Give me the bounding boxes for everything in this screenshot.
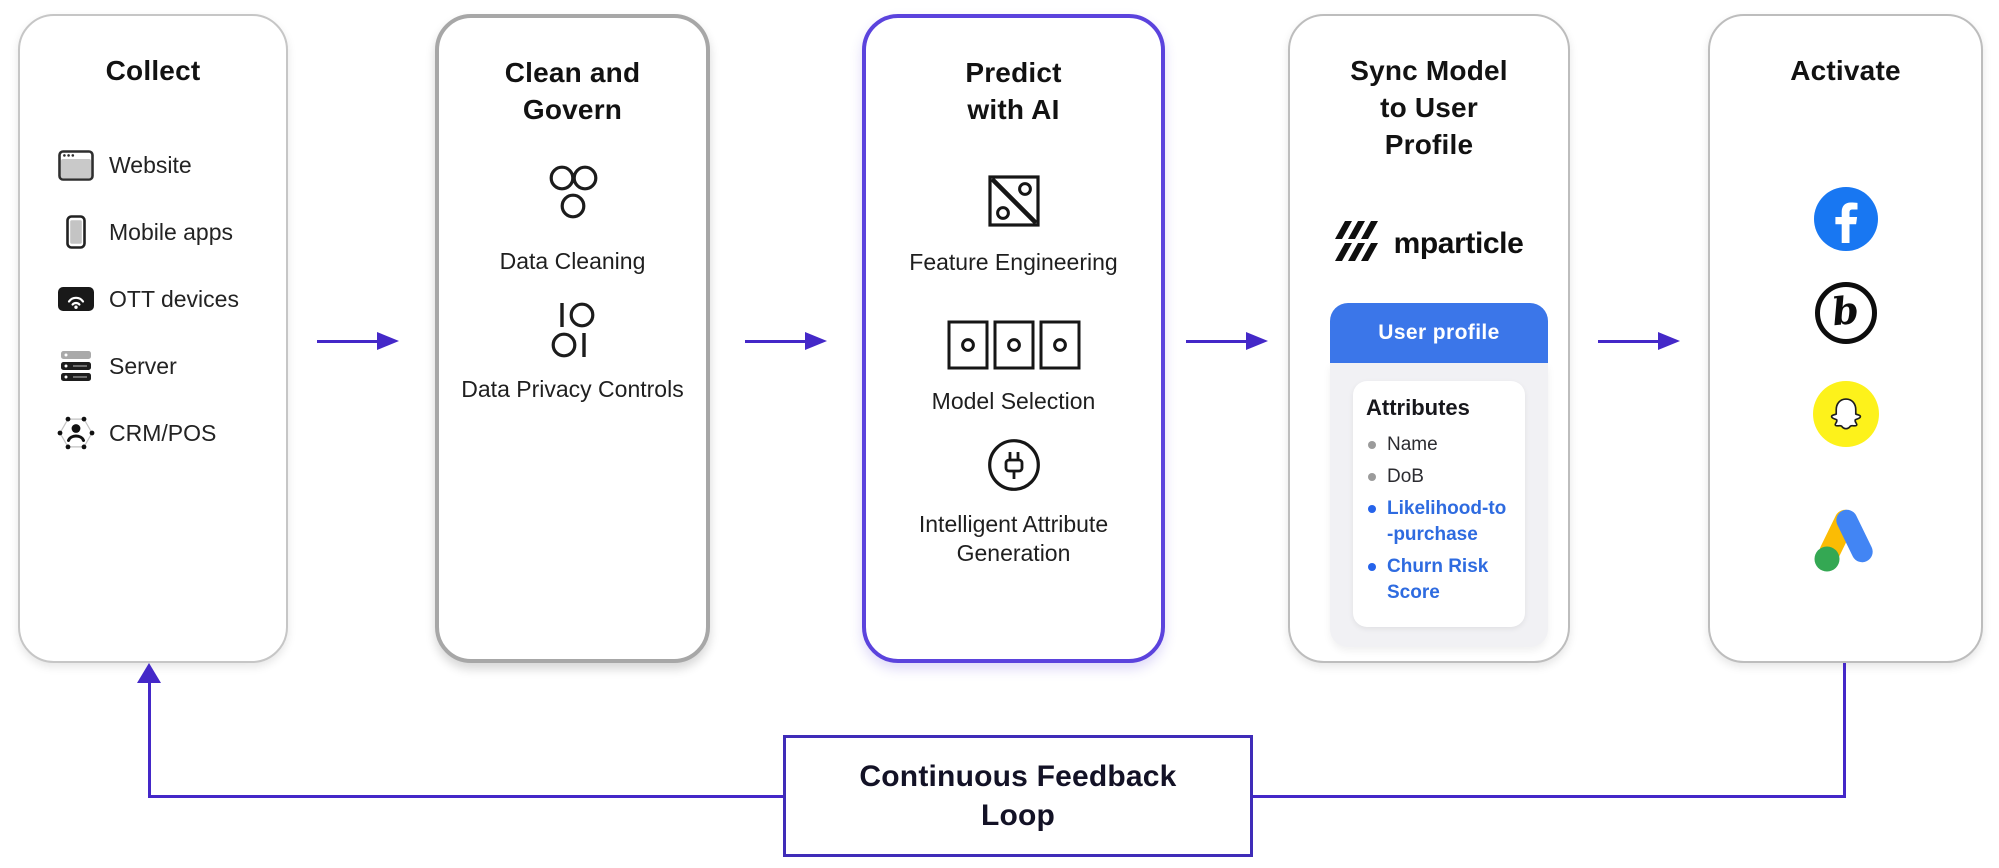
item-label: Server xyxy=(109,352,177,379)
arrow-head-icon xyxy=(805,332,827,350)
list-item-website: Website xyxy=(56,145,192,185)
title-line: with AI xyxy=(967,94,1060,125)
list-item-ott-devices: OTT devices xyxy=(56,279,239,319)
title-line: Sync Model xyxy=(1350,55,1508,86)
attributes-heading: Attributes xyxy=(1366,395,1470,420)
panel-title-collect: Collect xyxy=(105,55,201,86)
model-selection-icon xyxy=(947,319,1081,376)
item-label: Mobile apps xyxy=(109,218,234,245)
feedback-loop-box: Continuous Feedback Loop xyxy=(783,735,1253,857)
bullet-icon xyxy=(1368,473,1376,481)
braze-icon: b xyxy=(1814,282,1877,344)
arrow-shaft xyxy=(1186,340,1248,343)
attribute-row-name: Name xyxy=(1366,432,1512,458)
title-line: Predict xyxy=(965,57,1062,88)
feedback-line-left-vertical xyxy=(148,680,151,798)
user-profile-header: User profile xyxy=(1330,303,1548,363)
mparticle-wordmark: mparticle xyxy=(1393,226,1524,260)
mobile-apps-icon xyxy=(56,215,96,249)
flow-arrow-sync-to-activate xyxy=(1598,332,1680,351)
flow-arrow-collect-to-clean xyxy=(317,332,399,351)
title-line: Profile xyxy=(1384,129,1474,160)
plug-icon xyxy=(985,436,1043,499)
panel-collect: Collect Website Mobile apps xyxy=(18,14,288,663)
feedback-line-left-horizontal xyxy=(148,795,785,798)
user-profile-card: User profile Attributes Name DoB xyxy=(1330,303,1548,647)
feature-label: Intelligent Attribute Generation xyxy=(918,511,1109,566)
list-item-crm-pos: CRM/POS xyxy=(56,413,216,453)
feedback-arrowhead-icon xyxy=(137,663,161,683)
braze-glyph: b xyxy=(1829,286,1862,335)
attribute-row-dob: DoB xyxy=(1366,464,1512,490)
attribute-text: Churn Risk xyxy=(1387,556,1489,577)
attribute-row-likelihood: Likelihood-to -purchase xyxy=(1366,496,1512,548)
panel-predict-with-ai: Predict with AI Feature Engineering Mode… xyxy=(862,14,1165,663)
feedback-label-line: Continuous Feedback xyxy=(859,760,1177,793)
feedback-label-line: Loop xyxy=(980,799,1056,832)
list-item-mobile-apps: Mobile apps xyxy=(56,212,233,252)
bullet-icon xyxy=(1368,505,1376,513)
user-profile-body: Attributes Name DoB Likelihood-to -purch xyxy=(1330,363,1548,647)
feature-label: Model Selection xyxy=(931,388,1096,414)
bullet-icon xyxy=(1368,563,1376,571)
server-icon xyxy=(56,350,96,383)
arrow-shaft xyxy=(1598,340,1660,343)
list-item-server: Server xyxy=(56,346,177,386)
feature-label: Data Cleaning xyxy=(499,248,646,274)
panel-title-sync-model: Sync Model to User Profile xyxy=(1290,52,1568,163)
feature-engineering-icon xyxy=(983,170,1045,237)
bullet-icon xyxy=(1368,441,1376,449)
snapchat-icon xyxy=(1812,381,1879,447)
website-icon xyxy=(56,149,96,181)
panel-title-clean-govern: Clean and Govern xyxy=(439,54,706,128)
attribute-text: -purchase xyxy=(1387,524,1478,545)
panel-clean-and-govern: Clean and Govern Data Cleaning Data Priv… xyxy=(435,14,710,663)
attribute-text: Likelihood-to xyxy=(1387,498,1507,519)
feature-label: Feature Engineering xyxy=(909,249,1118,275)
panel-title-activate: Activate xyxy=(1790,55,1901,86)
feedback-line-right-vertical xyxy=(1843,663,1846,798)
feedback-line-right-horizontal xyxy=(1252,795,1846,798)
item-label: OTT devices xyxy=(109,285,239,312)
attribute-text: DoB xyxy=(1387,466,1424,487)
arrow-head-icon xyxy=(377,332,399,350)
title-line: to User xyxy=(1380,92,1478,123)
arrow-head-icon xyxy=(1658,332,1680,350)
mparticle-glyph-icon xyxy=(1334,219,1385,268)
title-line: Govern xyxy=(522,94,623,125)
arrow-head-icon xyxy=(1246,332,1268,350)
panel-activate: Activate b xyxy=(1708,14,1983,663)
data-privacy-icon xyxy=(541,299,605,366)
flow-arrow-clean-to-predict xyxy=(745,332,827,351)
facebook-icon xyxy=(1813,187,1878,256)
attribute-text: Score xyxy=(1387,582,1440,603)
mparticle-logo: mparticle xyxy=(1290,219,1568,268)
google-ads-icon xyxy=(1810,502,1882,579)
arrow-shaft xyxy=(745,340,807,343)
panel-title-predict-ai: Predict with AI xyxy=(866,54,1161,128)
arrow-shaft xyxy=(317,340,379,343)
item-label: Website xyxy=(109,151,192,178)
data-cleaning-icon xyxy=(540,164,606,227)
attribute-row-churn: Churn Risk Score xyxy=(1366,554,1512,606)
panel-sync-model: Sync Model to User Profile mparticle Use… xyxy=(1288,14,1570,663)
attribute-text: Name xyxy=(1387,434,1438,455)
feature-label: Data Privacy Controls xyxy=(461,376,684,402)
attributes-card: Attributes Name DoB Likelihood-to -purch xyxy=(1353,381,1525,627)
crm-pos-icon xyxy=(56,414,96,452)
title-line: Clean and xyxy=(504,57,641,88)
flow-arrow-predict-to-sync xyxy=(1186,332,1268,351)
item-label: CRM/POS xyxy=(109,419,217,446)
ott-devices-icon xyxy=(56,284,96,314)
